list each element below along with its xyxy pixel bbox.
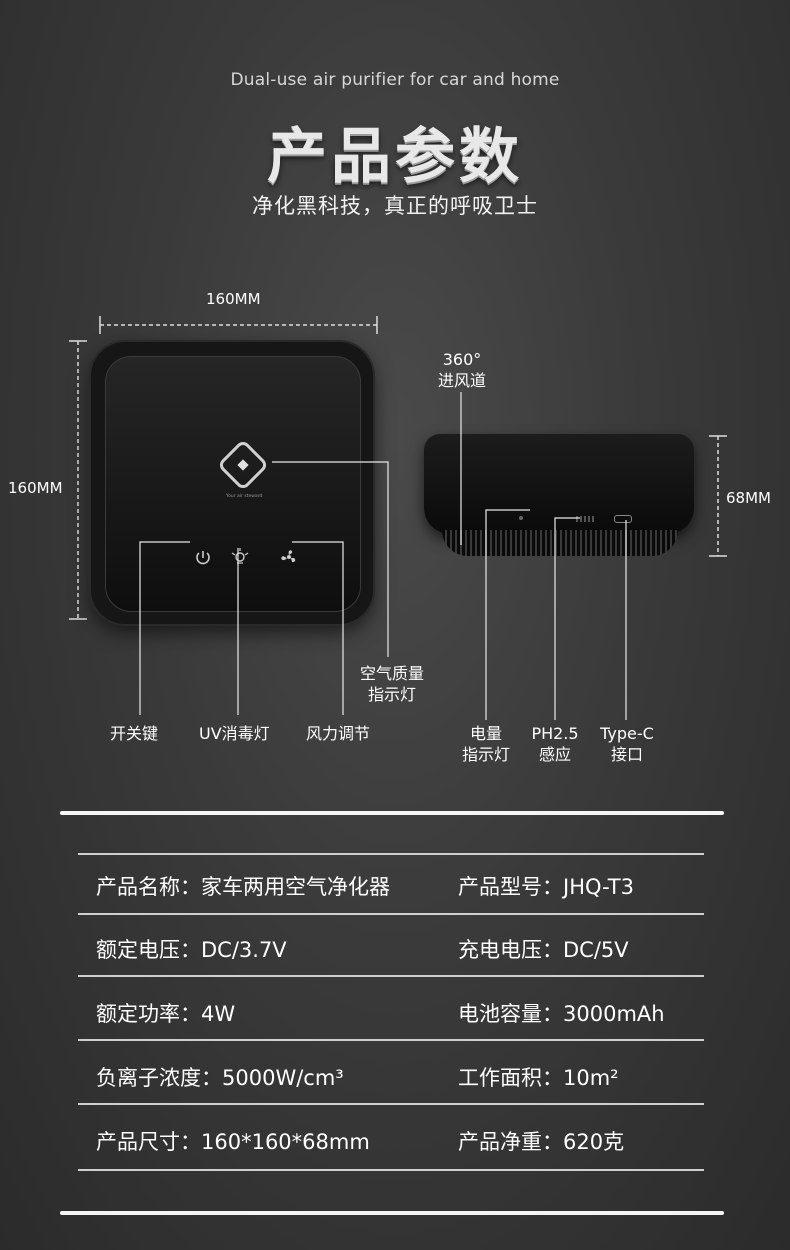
spec-row-line <box>78 853 704 855</box>
subtitle-en: Dual-use air purifier for car and home <box>230 70 560 90</box>
device-tiny-text: Your air steward <box>226 493 263 499</box>
width-dimension-label: 160MM <box>206 290 261 308</box>
label-ph-line2: 感应 <box>538 745 571 764</box>
battery-indicator-icon <box>519 516 523 520</box>
air-quality-indicator-icon <box>219 441 267 489</box>
label-intake-line1: 360° <box>442 350 482 369</box>
spec-row-line <box>78 975 704 977</box>
fan-icon <box>281 550 296 563</box>
label-air-quality-line2: 指示灯 <box>367 685 416 704</box>
spec-product-model: 产品型号：JHQ-T3 <box>458 875 634 899</box>
spec-rated-voltage: 额定电压：DC/3.7V <box>96 938 287 962</box>
label-intake-line2: 进风道 <box>437 371 486 390</box>
type-c-port-icon <box>614 515 632 523</box>
device-top-view: Your air steward <box>91 342 373 624</box>
page-title: 产品参数 <box>267 122 523 192</box>
spec-product-size: 产品尺寸：160*160*68mm <box>96 1130 370 1154</box>
spec-charging-voltage: 充电电压：DC/5V <box>458 938 629 962</box>
section-divider-top <box>60 811 724 815</box>
section-divider-bottom <box>60 1211 724 1215</box>
label-battery-line1: 电量 <box>469 724 502 743</box>
spec-row-line <box>78 1169 704 1171</box>
label-battery-indicator: 电量 指示灯 <box>452 723 520 765</box>
height-dimension-line <box>69 340 87 620</box>
label-air-quality-line1: 空气质量 <box>359 664 424 683</box>
width-dimension-line <box>99 316 378 334</box>
label-wind-adjust: 风力调节 <box>306 724 371 743</box>
label-ph-line1: PH2.5 <box>531 724 579 743</box>
device-top-face: Your air steward <box>105 356 361 612</box>
spec-product-name: 产品名称：家车两用空气净化器 <box>96 875 390 899</box>
spec-net-weight: 产品净重：620克 <box>458 1130 625 1154</box>
leader-lines <box>139 392 627 720</box>
power-icon <box>196 551 210 565</box>
label-typec-line2: 接口 <box>610 745 643 764</box>
label-intake: 360° 进风道 <box>425 349 499 391</box>
label-type-c: Type-C 接口 <box>590 723 664 765</box>
label-uv-light: UV消毒灯 <box>199 724 270 743</box>
spec-battery-capacity: 电池容量：3000mAh <box>458 1002 665 1026</box>
label-power-key: 开关键 <box>110 724 159 743</box>
spec-row-line <box>78 913 704 915</box>
label-battery-line2: 指示灯 <box>461 745 510 764</box>
slogan: 净化黑科技，真正的呼吸卫士 <box>252 194 538 218</box>
spec-row-line <box>78 1039 704 1041</box>
height-dimension-label: 160MM <box>8 479 63 497</box>
side-height-dimension-line <box>709 435 727 557</box>
label-ph-sensor: PH2.5 感应 <box>522 723 588 765</box>
spec-rated-power: 额定功率：4W <box>96 1002 236 1026</box>
device-side-view <box>424 434 694 534</box>
ph-sensor-grille <box>576 516 594 522</box>
spec-anion-concentration: 负离子浓度：5000W/cm³ <box>96 1066 344 1090</box>
spec-working-area: 工作面积：10m² <box>458 1066 619 1090</box>
label-air-quality-indicator: 空气质量 指示灯 <box>352 663 432 705</box>
side-height-dimension-label: 68MM <box>726 489 771 507</box>
label-typec-line1: Type-C <box>600 724 654 743</box>
device-intake-vent <box>442 530 678 556</box>
spec-row-line <box>78 1103 704 1105</box>
